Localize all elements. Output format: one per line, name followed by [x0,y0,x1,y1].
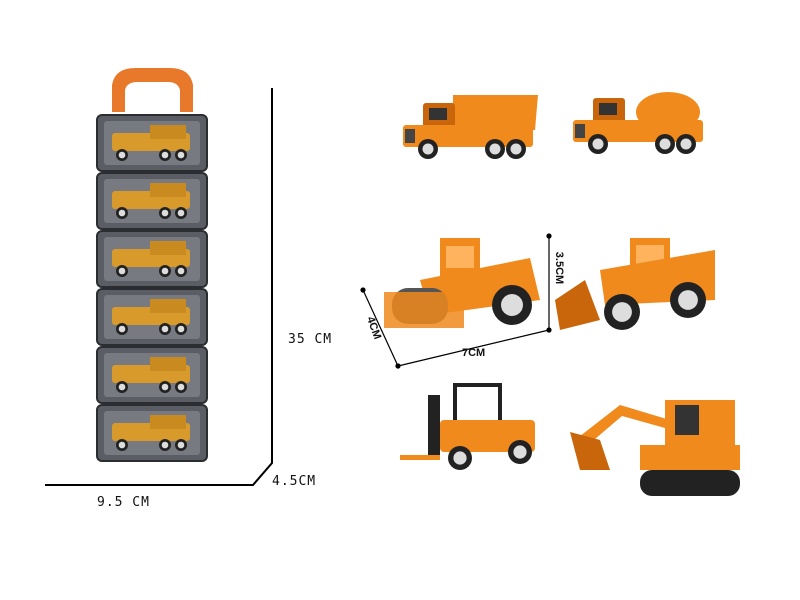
cement-mixer-toy [573,92,703,154]
case-compartment [96,114,208,172]
case-compartment [96,346,208,404]
case-compartment [96,404,208,462]
carry-case-tower [96,68,208,462]
width-label: 9.5 CM [97,495,150,510]
package-dimension-lines [45,88,273,486]
dump-truck-toy [403,95,538,159]
vehicle-dimension-lines [360,233,552,369]
forklift-toy [400,383,535,470]
case-compartment [96,172,208,230]
carry-handle [112,68,193,112]
height-label: 35 CM [288,332,333,347]
wheel-loader-toy [555,238,715,330]
road-roller-toy [384,238,540,328]
case-compartment [96,288,208,346]
depth-label: 4.5CM [272,474,317,489]
vehicle-length-label: 7CM [462,347,486,359]
excavator-toy [570,400,740,496]
vehicle-height-label: 3.5CM [553,251,566,285]
case-compartment [96,230,208,288]
